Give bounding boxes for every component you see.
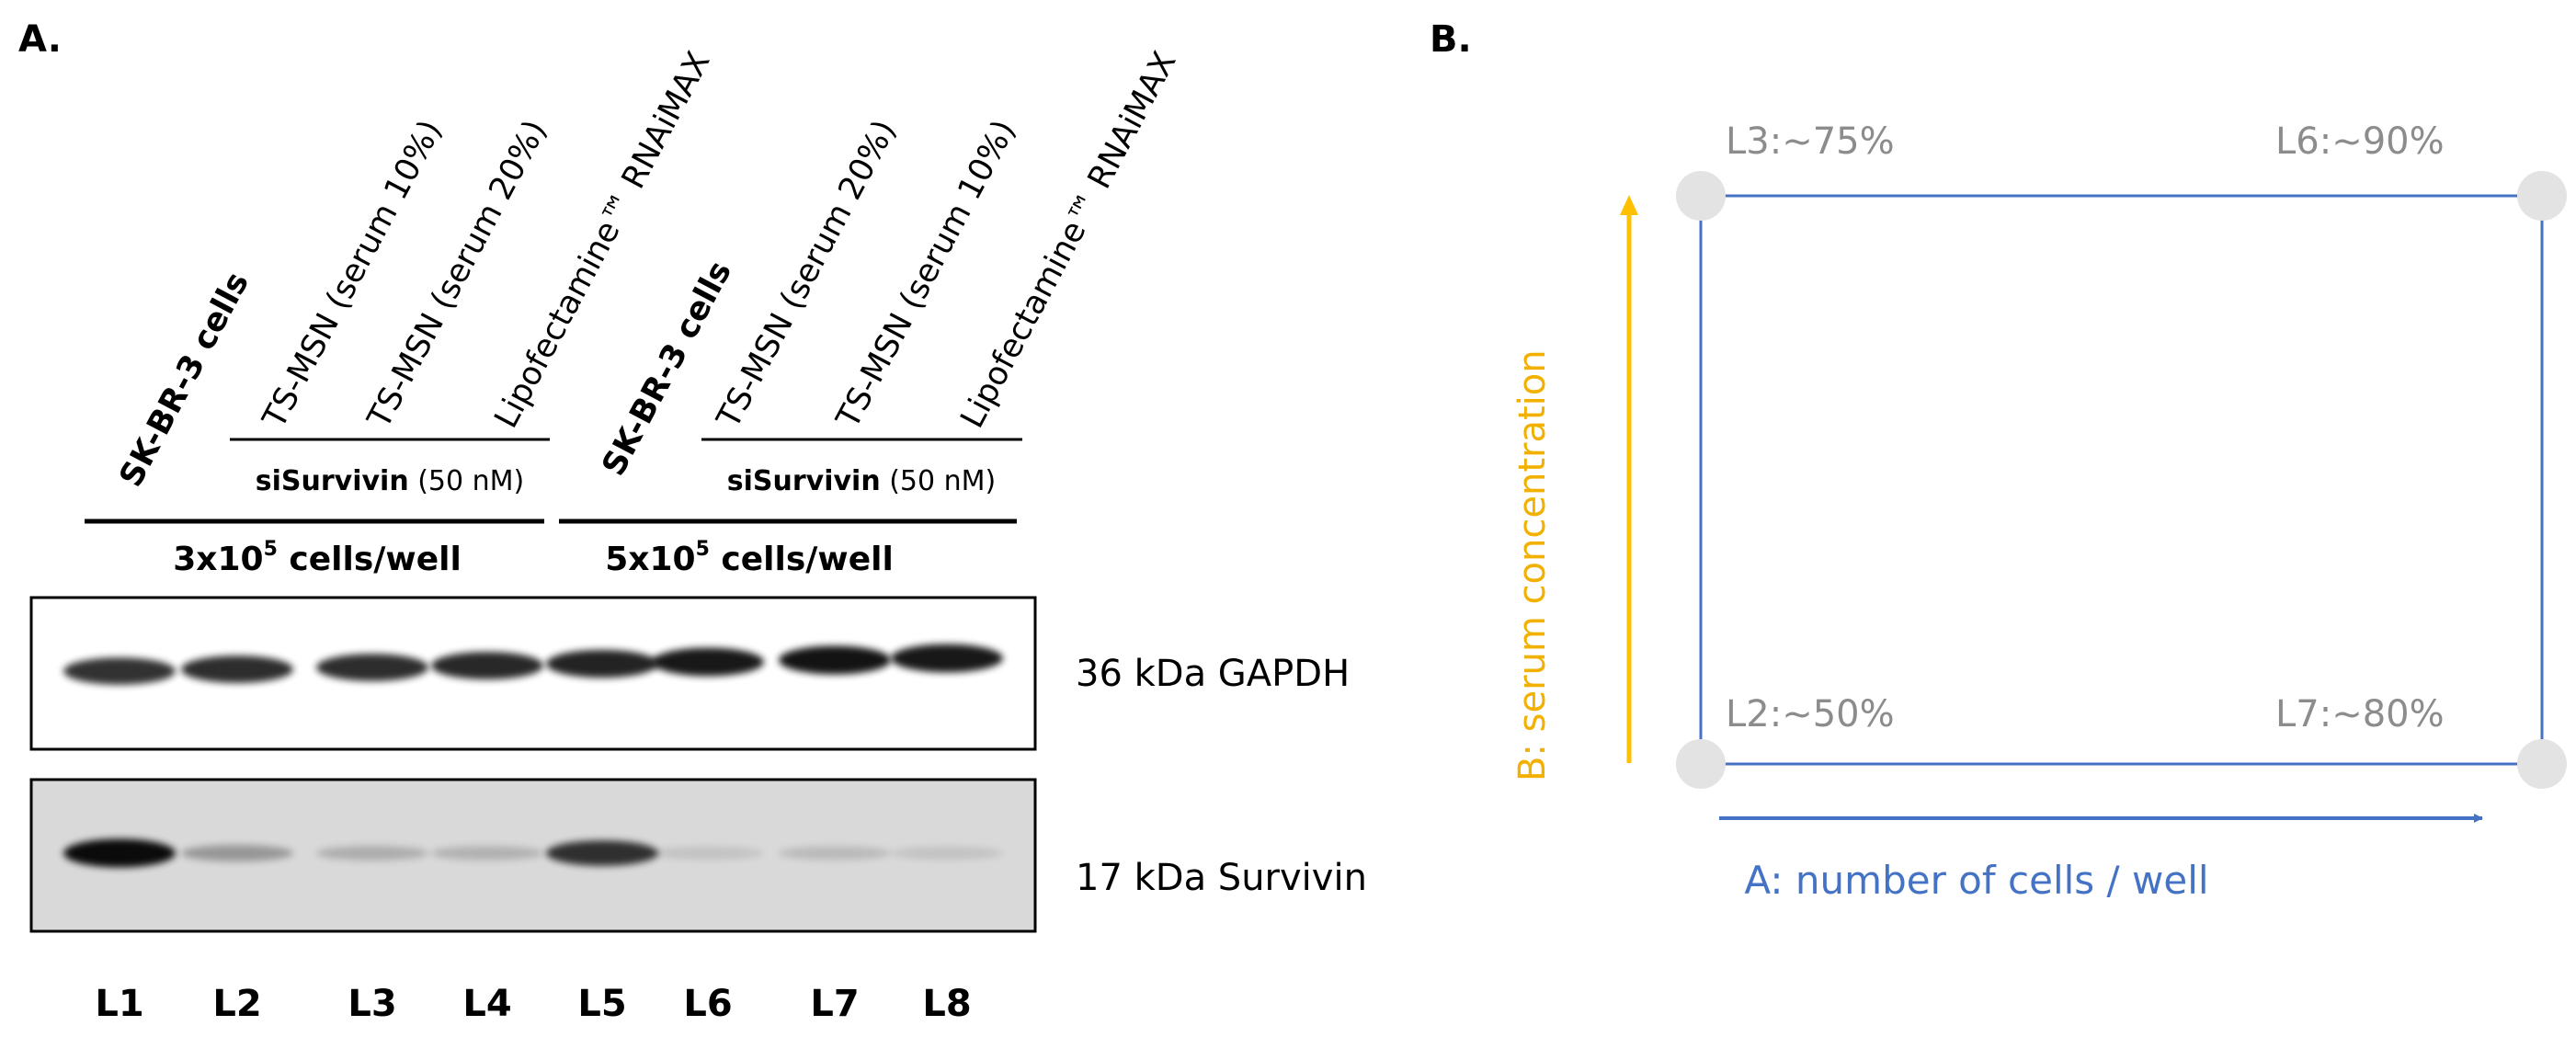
lane-headers: SK-BR-3 cells TS-MSN (serum 10%) TS-MSN … [113,46,1184,493]
axis-b-arrowhead [1620,195,1638,215]
gapdh-band [891,644,1003,673]
lane-id: L1 [95,983,143,1025]
panel-a-letter: A. [18,18,62,61]
lane-header: SK-BR-3 cells [596,256,739,482]
survivin-band [181,845,293,861]
lane-id: L4 [462,983,511,1025]
lane-id: L2 [212,983,261,1025]
condition-rectangle [1699,194,2544,766]
lane-id: L3 [348,983,396,1025]
survivin-band [431,846,543,860]
lane-id: L6 [683,983,732,1025]
lane-id: L7 [810,983,859,1025]
gapdh-band [431,651,543,680]
corner-label: L2:~50% [1726,693,1895,735]
survivin-band [779,846,891,860]
corner-dot [2517,739,2567,789]
panel-b-letter: B. [1430,18,1472,61]
axis-a-label: A: number of cells / well [1744,858,2208,903]
gapdh-blot [29,596,1037,751]
lane-header: SK-BR-3 cells [113,267,256,493]
survivin-band [316,846,428,860]
corner-dot [2517,171,2567,221]
corner-dot [1676,171,1726,221]
axis-b-label: B: serum concentration [1511,349,1554,781]
treatment-label: siSurvivin (50 nM) [256,465,525,497]
survivin-band [63,838,176,868]
survivin-blot [29,778,1037,933]
density-label: 3x105 cells/well [173,538,462,578]
lane-ids: L1 L2 L3 L4 L5 L6 L7 L8 [95,983,971,1025]
cell-density-groups: 3x105 cells/well 5x105 cells/well [85,518,1017,578]
corner-label: L3:~75% [1726,120,1895,163]
gapdh-band [63,657,176,685]
gapdh-band [181,655,293,683]
survivin-bands [63,838,1003,868]
lane-header: TS-MSN (serum 10%) [256,114,450,435]
panel-a: A. SK-BR-3 cells TS-MSN (serum 10%) TS-M… [18,18,1367,1025]
corner-dot [1676,739,1726,789]
gapdh-band [316,654,428,681]
corner-label: L7:~80% [2275,693,2445,735]
survivin-band [891,847,1003,860]
corner-label: L6:~90% [2275,120,2445,163]
panel-b: B. L3:~75% L6:~90% L2:~50% L7:~80% B: se… [1430,18,2567,903]
survivin-band [652,847,764,860]
lane-header: Lipofectamine™ RNAiMAX [954,46,1184,434]
treatment-label: siSurvivin (50 nM) [727,465,997,497]
marker-label-gapdh: 36 kDa GAPDH [1076,653,1350,695]
gapdh-band [779,645,891,675]
marker-label-survivin: 17 kDa Survivin [1076,857,1367,899]
lane-id: L8 [922,983,971,1025]
gapdh-band [652,647,764,677]
lane-id: L5 [577,983,626,1025]
treatment-groups: siSurvivin (50 nM) siSurvivin (50 nM) [230,438,1022,497]
density-label: 5x105 cells/well [605,538,894,578]
gapdh-band [546,649,658,678]
survivin-band [546,840,658,866]
gapdh-bands [63,644,1003,685]
